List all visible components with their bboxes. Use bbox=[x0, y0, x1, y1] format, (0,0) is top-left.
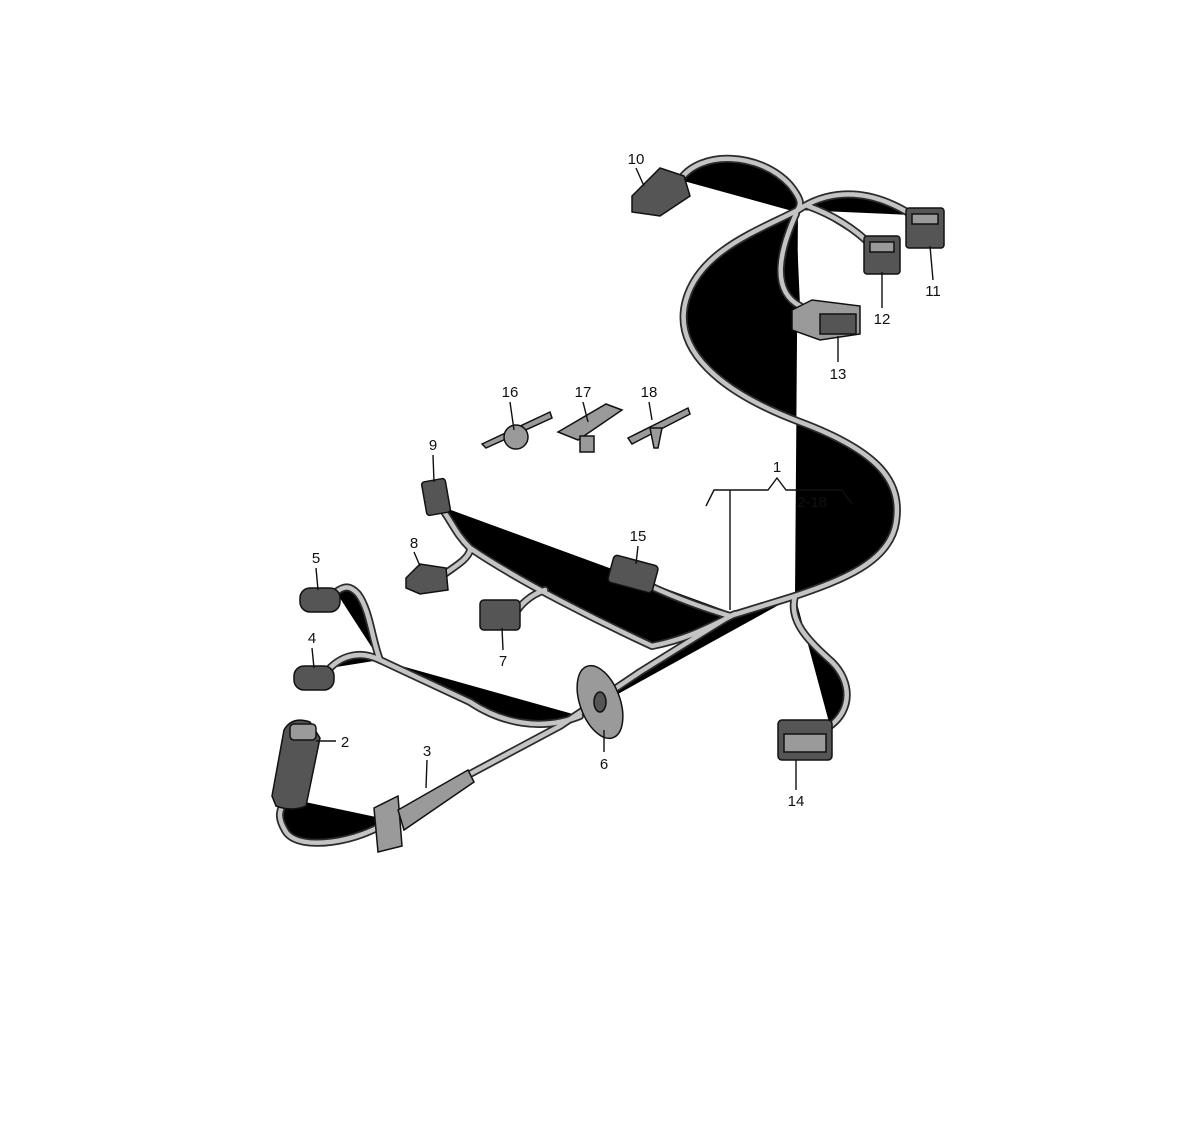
callout-3: 3 bbox=[423, 743, 431, 760]
clip-17 bbox=[556, 403, 624, 453]
connector-2 bbox=[271, 719, 321, 810]
connector-13 bbox=[791, 299, 861, 341]
callout-14: 14 bbox=[788, 793, 805, 810]
callout-12: 12 bbox=[874, 311, 891, 328]
callout-11: 11 bbox=[925, 283, 941, 300]
callout-17: 17 bbox=[575, 384, 592, 401]
callout-15: 15 bbox=[630, 528, 647, 545]
leader-lines bbox=[311, 167, 934, 790]
callout-1: 1 bbox=[773, 459, 781, 476]
connector-12 bbox=[863, 235, 901, 275]
callout-13: 13 bbox=[830, 366, 847, 383]
clip-16 bbox=[480, 410, 553, 450]
callout-9: 9 bbox=[429, 437, 437, 454]
connector-8 bbox=[405, 563, 449, 595]
connector-11 bbox=[905, 207, 945, 249]
connector-4 bbox=[293, 665, 335, 691]
connector-5 bbox=[299, 587, 341, 613]
connector-10 bbox=[631, 167, 691, 217]
clip-18 bbox=[626, 406, 691, 449]
callout-4: 4 bbox=[308, 630, 316, 647]
callout-16: 16 bbox=[502, 384, 519, 401]
callout-2: 2 bbox=[341, 734, 349, 751]
grommet-3 bbox=[373, 768, 475, 853]
callout-8: 8 bbox=[410, 535, 418, 552]
callout-18: 18 bbox=[641, 384, 658, 401]
callout-10: 10 bbox=[628, 151, 645, 168]
callout-6: 6 bbox=[600, 756, 608, 773]
callout-5: 5 bbox=[312, 550, 320, 567]
connector-7 bbox=[479, 599, 521, 631]
connector-9 bbox=[420, 477, 452, 517]
grommet-6 bbox=[576, 664, 624, 740]
connector-14 bbox=[777, 719, 833, 761]
callout-range-2-18: 2-18 bbox=[797, 494, 827, 511]
callout-7: 7 bbox=[499, 653, 507, 670]
